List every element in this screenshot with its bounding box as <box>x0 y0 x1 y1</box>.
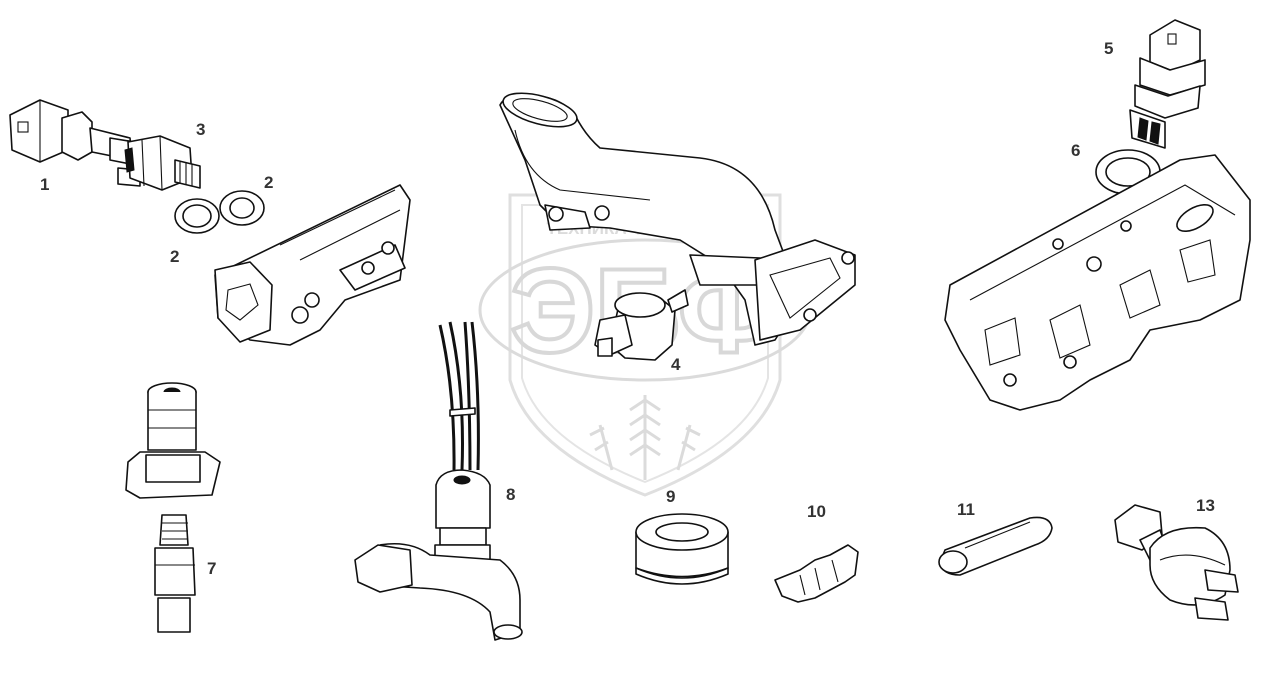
callout-9: 9 <box>666 487 675 506</box>
callout-4: 4 <box>671 355 681 374</box>
callout-2b: 2 <box>264 173 273 192</box>
callout-6: 6 <box>1071 141 1080 160</box>
sleeve-part-11 <box>938 516 1053 576</box>
sealing-washer-2b <box>219 190 265 226</box>
pressure-switch-part-4 <box>594 289 689 361</box>
callout-13: 13 <box>1196 496 1215 515</box>
callout-1: 1 <box>40 175 49 194</box>
callout-10: 10 <box>807 502 826 521</box>
engine-manifold <box>944 154 1251 411</box>
water-pipe-left <box>214 184 411 346</box>
callout-2a: 2 <box>170 247 179 266</box>
callout-3: 3 <box>196 120 205 139</box>
callout-5: 5 <box>1104 39 1113 58</box>
sealing-washer-2a <box>174 198 220 234</box>
pressure-switch-part-13 <box>1114 504 1239 621</box>
terminal-clip-part-10 <box>774 544 859 603</box>
bent-water-pipe <box>499 92 856 346</box>
callout-11: 11 <box>957 500 975 519</box>
callout-7: 7 <box>207 559 216 578</box>
temperature-sensor-part-1 <box>9 99 141 187</box>
cap-part-9 <box>635 513 729 585</box>
sensor-part-7 <box>125 382 221 633</box>
callout-8: 8 <box>506 485 515 504</box>
temperature-sensor-part-3 <box>124 135 201 191</box>
switch-with-wires-part-8 <box>354 321 523 641</box>
sensor-part-5 <box>1129 19 1206 149</box>
